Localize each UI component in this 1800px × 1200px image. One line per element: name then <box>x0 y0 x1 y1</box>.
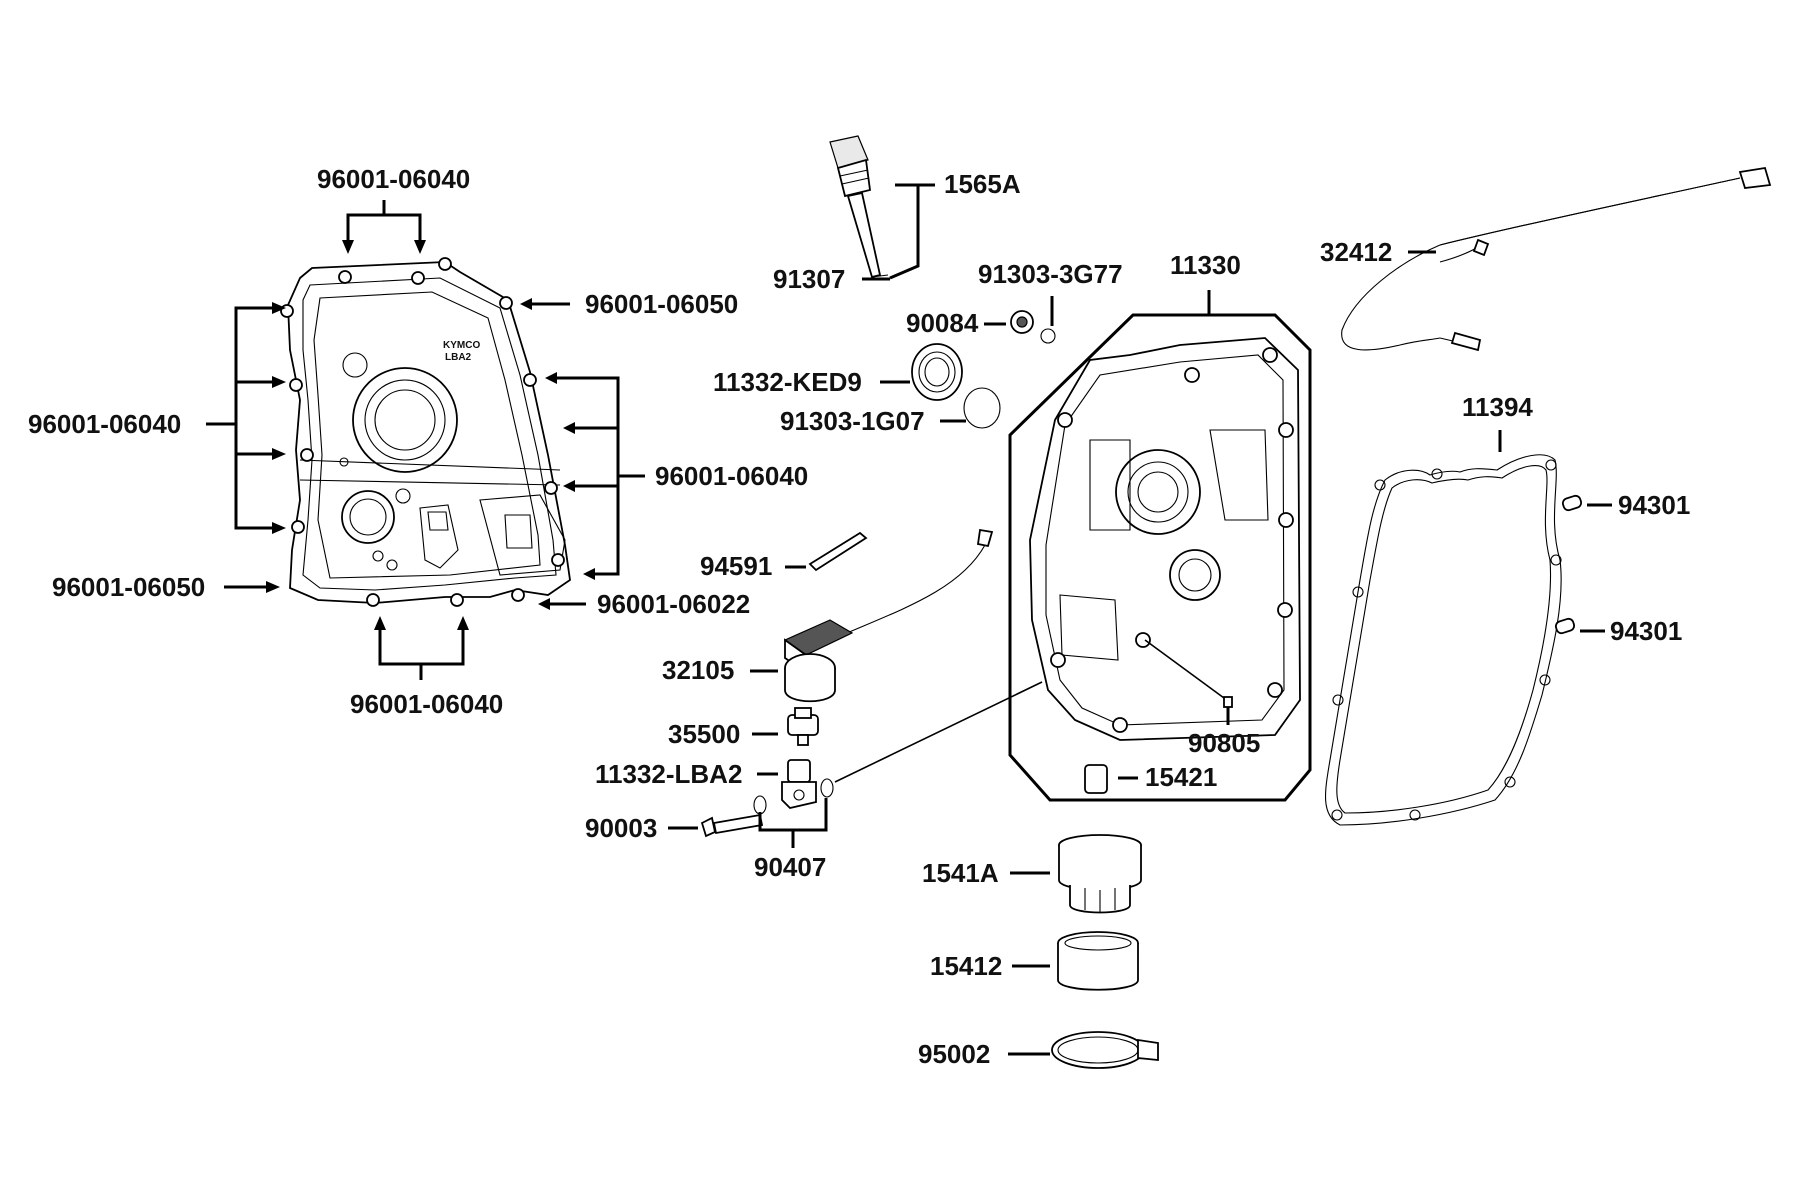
cable-32412 <box>1341 166 1772 352</box>
clamp-95002: 95002 <box>918 1031 1159 1069</box>
gasket-11394 <box>1324 454 1562 826</box>
label-96001-06050-left: 96001-06050 <box>52 572 205 602</box>
callout-11332-KED9: 11332-KED9 <box>713 367 910 397</box>
dowel-94301-b: 94301 <box>1554 616 1682 646</box>
label-96001-06040-right: 96001-06040 <box>655 461 808 491</box>
plug-90084 <box>1010 310 1056 344</box>
callout-bolt-bottom: 96001-06040 <box>350 616 503 719</box>
ring-15412: 15412 <box>930 931 1139 991</box>
label-96001-06040-top: 96001-06040 <box>317 164 470 194</box>
switch-35500: 35500 <box>668 707 819 749</box>
clip-94591: 94591 <box>700 531 868 581</box>
callout-90084: 90084 <box>906 308 1006 338</box>
label-94591: 94591 <box>700 551 772 581</box>
label-91303-1G07: 91303-1G07 <box>780 406 925 436</box>
callout-91303-1G07: 91303-1G07 <box>780 406 966 436</box>
label-32105: 32105 <box>662 655 734 685</box>
label-1565A: 1565A <box>944 169 1021 199</box>
callout-1565A: 1565A <box>889 169 1021 280</box>
callout-90805: 90805 <box>1144 639 1260 758</box>
label-11332-LBA2: 11332-LBA2 <box>595 759 742 789</box>
callout-bolt-right: 96001-06040 <box>545 372 808 580</box>
callout-bolt-top: 96001-06040 <box>317 164 470 254</box>
callout-90407: 90407 <box>754 798 828 882</box>
callout-11330: 11330 <box>1170 250 1241 315</box>
label-94301-a: 94301 <box>1618 490 1690 520</box>
cover-brand-marking: KYMCO <box>443 340 480 351</box>
bolt-90003: 90003 <box>585 813 764 843</box>
label-96001-06022: 96001-06022 <box>597 589 750 619</box>
callout-91307: 91307 <box>773 264 890 294</box>
label-1541A: 1541A <box>922 858 999 888</box>
union-11332-LBA2: 11332-LBA2 <box>595 681 1043 815</box>
crankcase-11330 <box>1008 313 1312 802</box>
label-11332-KED9: 11332-KED9 <box>713 367 862 397</box>
label-11330: 11330 <box>1170 250 1241 280</box>
label-35500: 35500 <box>668 719 740 749</box>
label-91303-3G77: 91303-3G77 <box>978 259 1123 289</box>
oil-seal-KED9 <box>911 343 1001 429</box>
crankcase-cover-outer: KYMCO LBA2 <box>280 257 571 607</box>
callout-bolt-06050-left: 96001-06050 <box>52 572 280 602</box>
callout-91303-3G77: 91303-3G77 <box>978 259 1123 326</box>
label-15421: 15421 <box>1145 762 1217 792</box>
label-90003: 90003 <box>585 813 657 843</box>
label-91307: 91307 <box>773 264 845 294</box>
sensor-32105: 32105 <box>662 528 994 703</box>
callout-bolt-left: 96001-06040 <box>28 302 286 534</box>
callout-32412: 32412 <box>1320 237 1436 267</box>
oil-dipstick <box>829 135 889 279</box>
label-15412: 15412 <box>930 951 1002 981</box>
label-96001-06040-bottom: 96001-06040 <box>350 689 503 719</box>
filter-1541A: 1541A <box>922 834 1142 914</box>
callout-11394: 11394 <box>1462 392 1533 452</box>
dowel-94301-a: 94301 <box>1561 490 1690 520</box>
callout-15421: 15421 <box>1084 762 1217 794</box>
label-90805: 90805 <box>1188 728 1260 758</box>
label-96001-06050-top: 96001-06050 <box>585 289 738 319</box>
label-11394: 11394 <box>1462 392 1533 422</box>
cover-code-marking: LBA2 <box>445 352 472 363</box>
label-96001-06040-left: 96001-06040 <box>28 409 181 439</box>
callout-bolt-06050-top: 96001-06050 <box>520 289 738 319</box>
label-94301-b: 94301 <box>1610 616 1682 646</box>
label-32412: 32412 <box>1320 237 1392 267</box>
label-90407: 90407 <box>754 852 826 882</box>
callout-bolt-06022: 96001-06022 <box>538 589 750 619</box>
label-95002: 95002 <box>918 1039 990 1069</box>
label-90084: 90084 <box>906 308 979 338</box>
